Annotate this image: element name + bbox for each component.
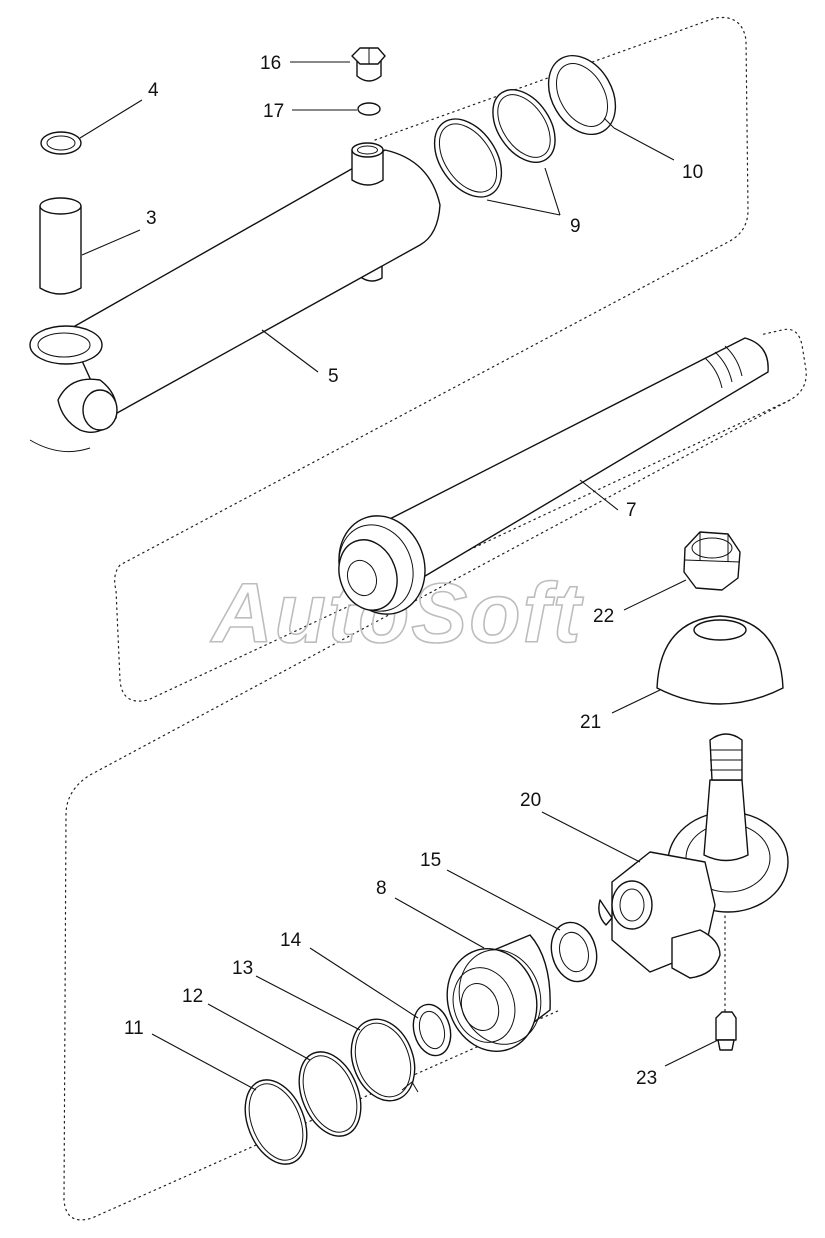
callout-9: 9 [570, 216, 581, 237]
callout-16: 16 [260, 53, 281, 74]
end-housing-20 [598, 733, 789, 979]
callout-13: 13 [232, 958, 253, 979]
callout-3: 3 [146, 208, 157, 229]
callout-21: 21 [580, 712, 601, 733]
seal-14 [412, 1003, 452, 1057]
callout-20: 20 [520, 790, 541, 811]
callout-22: 22 [593, 606, 614, 627]
castle-nut-22 [683, 531, 741, 591]
rings-9 [433, 89, 556, 198]
snap-ring-13 [350, 1018, 419, 1102]
callout-8: 8 [376, 878, 387, 899]
callout-10: 10 [682, 162, 703, 183]
dust-boot-21 [656, 615, 784, 705]
washer-17 [357, 102, 381, 116]
grease-fitting-23 [715, 1011, 737, 1051]
plug-16 [351, 47, 386, 82]
callout-12: 12 [182, 986, 203, 1007]
callout-11: 11 [124, 1018, 144, 1039]
callout-7: 7 [626, 500, 637, 521]
callout-4: 4 [148, 80, 159, 101]
bearing-ring-15 [550, 921, 598, 983]
callout-23: 23 [636, 1068, 657, 1089]
cylinder-barrel-5 [29, 142, 441, 453]
callout-15: 15 [420, 850, 441, 871]
bushing-3 [39, 197, 82, 295]
callout-5: 5 [328, 366, 339, 387]
callout-14: 14 [280, 930, 302, 951]
callout-17: 17 [263, 101, 284, 122]
ring-4 [40, 131, 82, 155]
lower-assembly-outline [63, 399, 791, 1221]
piston-rod-7 [338, 337, 769, 615]
split-ring-10 [547, 54, 617, 136]
callout-labels: 16 17 4 3 5 9 10 7 22 21 20 15 8 14 13 1… [124, 53, 703, 1089]
leader-lines [79, 61, 719, 1091]
piston-8 [446, 934, 551, 1052]
